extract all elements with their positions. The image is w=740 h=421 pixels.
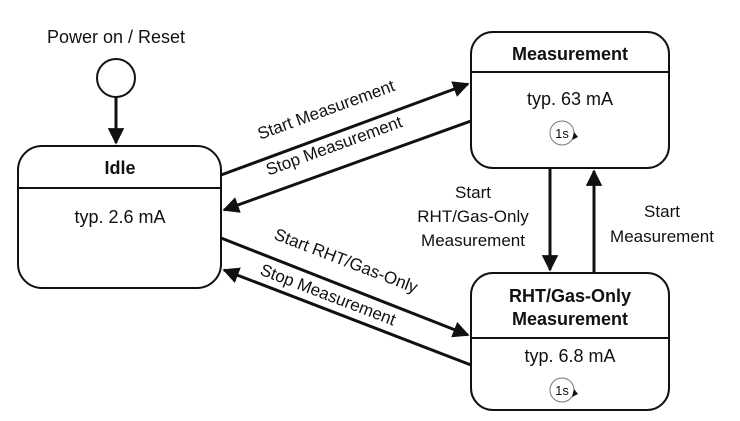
state-rht-gas-only: RHT/Gas-Only Measurement typ. 6.8 mA 1s (470, 272, 670, 411)
measurement-current: typ. 63 mA (527, 89, 613, 109)
cycle-icon: 1s (549, 120, 578, 146)
state-measurement: Measurement typ. 63 mA 1s (470, 31, 670, 169)
label-start-rht-line1: Start (455, 183, 491, 202)
initial-state-node (96, 58, 136, 98)
label-start-rht-line3: Measurement (421, 231, 525, 250)
arrow-idle-to-rht (220, 236, 470, 338)
idle-current: typ. 2.6 mA (74, 207, 165, 227)
state-idle: Idle typ. 2.6 mA (17, 145, 222, 289)
rht-title-line1: RHT/Gas-Only (509, 286, 631, 306)
power-on-reset-label: Power on / Reset (47, 27, 185, 47)
rht-cycle-label: 1s (555, 383, 569, 398)
arrow-rht-to-idle (222, 267, 472, 367)
label-start-measurement-line1: Start (644, 202, 680, 221)
idle-title: Idle (104, 158, 135, 178)
rht-title-line2: Measurement (512, 309, 628, 329)
label-start-rht-line2: RHT/Gas-Only (417, 207, 529, 226)
label-start-measurement-line2: Measurement (610, 227, 714, 246)
rht-current: typ. 6.8 mA (524, 346, 615, 366)
measurement-title: Measurement (512, 44, 628, 64)
arrow-idle-to-measurement (220, 81, 470, 177)
arrow-measurement-to-idle (222, 119, 472, 213)
measurement-cycle-label: 1s (555, 126, 569, 141)
cycle-icon: 1s (549, 377, 578, 403)
